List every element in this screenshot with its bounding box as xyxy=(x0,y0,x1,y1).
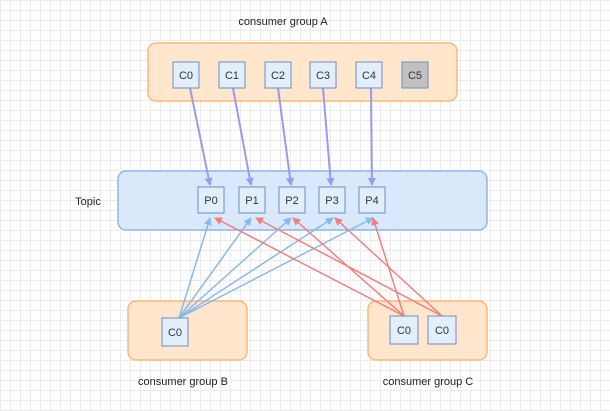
consumer-a-c4[interactable]: C4 xyxy=(355,61,383,89)
topic-partitions: P0 P1 P2 P3 P4 xyxy=(197,186,386,214)
arrow-a-c1-p1 xyxy=(232,87,254,186)
group-b-arrows xyxy=(178,217,374,319)
consumer-c-c0-first[interactable]: C0 xyxy=(389,315,419,345)
partition-p3-label: P3 xyxy=(325,195,338,207)
arrow-a-c2-p2 xyxy=(277,87,295,186)
arrow-b-c0-p1 xyxy=(178,217,252,319)
consumer-a-c3[interactable]: C3 xyxy=(309,61,337,89)
group-a-arrows xyxy=(189,87,376,186)
consumer-a-c3-label: C3 xyxy=(316,70,330,82)
arrow-b-c0-p3 xyxy=(178,217,334,319)
partition-p2[interactable]: P2 xyxy=(278,186,306,214)
group-c-label: consumer group C xyxy=(383,376,474,388)
consumer-a-c5-label: C5 xyxy=(408,70,422,82)
arrow-c-c1-p1 xyxy=(255,217,443,317)
group-a-label: consumer group A xyxy=(238,16,328,28)
consumer-c-c0-second-label: C0 xyxy=(435,325,449,337)
partition-p1[interactable]: P1 xyxy=(238,186,266,214)
consumer-c-c0-second[interactable]: C0 xyxy=(427,315,457,345)
group-a-consumers: C0 C1 C2 C3 C4 C5 xyxy=(172,61,429,89)
partition-p1-label: P1 xyxy=(245,195,258,207)
consumer-a-c0-label: C0 xyxy=(179,70,193,82)
arrow-b-c0-p0 xyxy=(178,217,212,319)
arrow-b-c0-p4 xyxy=(178,217,374,319)
partition-p0[interactable]: P0 xyxy=(197,186,225,214)
consumer-a-c1-label: C1 xyxy=(225,70,239,82)
group-b-label: consumer group B xyxy=(138,376,228,388)
partition-p3[interactable]: P3 xyxy=(318,186,346,214)
partition-p0-label: P0 xyxy=(204,195,217,207)
consumer-a-c2-label: C2 xyxy=(271,70,285,82)
partition-p4[interactable]: P4 xyxy=(358,186,386,214)
consumer-b-c0[interactable]: C0 xyxy=(161,317,189,347)
topic-label: Topic xyxy=(75,196,101,208)
consumer-a-c4-label: C4 xyxy=(362,70,376,82)
arrow-a-c3-p3 xyxy=(322,87,335,186)
consumer-a-c1[interactable]: C1 xyxy=(218,61,246,89)
partition-p4-label: P4 xyxy=(365,195,378,207)
consumer-a-c5-inactive[interactable]: C5 xyxy=(401,61,429,89)
arrow-a-c0-p0 xyxy=(189,87,213,186)
arrow-a-c4-p4 xyxy=(367,87,376,186)
consumer-b-c0-label: C0 xyxy=(168,327,182,339)
arrow-c-c1-p3 xyxy=(334,217,443,317)
consumer-c-c0-first-label: C0 xyxy=(397,325,411,337)
arrow-c-c0-p0 xyxy=(214,217,405,317)
consumer-a-c0[interactable]: C0 xyxy=(172,61,200,89)
group-c-arrows xyxy=(214,217,443,317)
partition-p2-label: P2 xyxy=(285,195,298,207)
consumer-a-c2[interactable]: C2 xyxy=(264,61,292,89)
arrow-b-c0-p2 xyxy=(178,217,292,319)
